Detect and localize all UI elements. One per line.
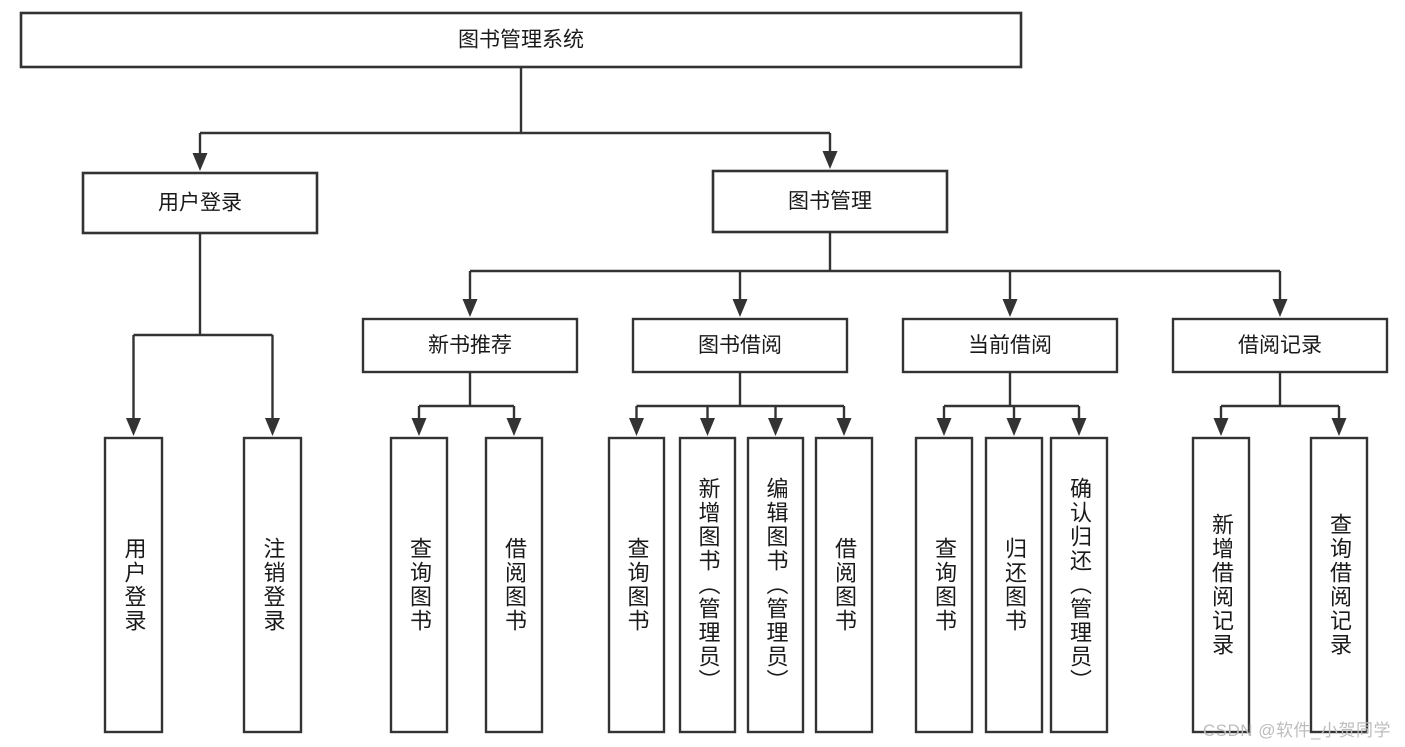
arrow-head-icon bbox=[836, 418, 852, 436]
arrow-head-icon bbox=[700, 418, 715, 436]
node-box-login[interactable] bbox=[81, 171, 319, 235]
node-box-leaf-2[interactable] bbox=[242, 436, 303, 734]
arrow-head-icon bbox=[1272, 299, 1288, 317]
node-box-borrow[interactable] bbox=[631, 317, 849, 374]
node-box-leaf-4[interactable] bbox=[484, 436, 544, 734]
arrow-head-icon bbox=[506, 418, 522, 436]
node-label-records: 借阅记录 bbox=[1238, 334, 1322, 357]
arrow-head-icon bbox=[1071, 418, 1087, 436]
node-label-borrow: 图书借阅 bbox=[698, 334, 782, 357]
node-box-newbook[interactable] bbox=[361, 317, 579, 374]
node-box-layer bbox=[19, 11, 1389, 734]
node-box-leaf-7[interactable] bbox=[746, 436, 805, 734]
arrow-head-icon bbox=[1213, 418, 1229, 436]
node-box-bookmgmt[interactable] bbox=[711, 169, 949, 234]
arrow-head-icon bbox=[1006, 418, 1022, 436]
node-box-leaf-13[interactable] bbox=[1309, 436, 1369, 734]
node-box-leaf-5[interactable] bbox=[607, 436, 666, 734]
arrow-head-icon bbox=[462, 299, 478, 317]
node-box-leaf-8[interactable] bbox=[814, 436, 874, 734]
node-box-leaf-6[interactable] bbox=[678, 436, 737, 734]
arrow-head-icon bbox=[192, 153, 208, 171]
node-box-leaf-3[interactable] bbox=[389, 436, 449, 734]
arrow-head-icon bbox=[126, 418, 141, 436]
node-box-leaf-11[interactable] bbox=[1049, 436, 1109, 734]
node-label-root: 图书管理系统 bbox=[458, 29, 584, 52]
node-box-current[interactable] bbox=[901, 317, 1119, 374]
node-label-bookmgmt: 图书管理 bbox=[788, 190, 872, 213]
arrow-head-icon bbox=[768, 418, 783, 436]
arrow-head-icon bbox=[1331, 418, 1347, 436]
arrow-head-icon bbox=[1002, 299, 1018, 317]
node-box-leaf-9[interactable] bbox=[914, 436, 974, 734]
node-label-newbook: 新书推荐 bbox=[428, 334, 512, 357]
node-label-login: 用户登录 bbox=[158, 192, 242, 215]
arrow-head-icon bbox=[629, 418, 644, 436]
arrow-head-icon bbox=[732, 299, 748, 317]
node-box-leaf-12[interactable] bbox=[1191, 436, 1251, 734]
node-box-leaf-10[interactable] bbox=[984, 436, 1044, 734]
arrow-head-icon bbox=[411, 418, 427, 436]
node-box-leaf-1[interactable] bbox=[103, 436, 164, 734]
node-label-current: 当前借阅 bbox=[968, 334, 1052, 357]
arrow-head-icon bbox=[936, 418, 952, 436]
node-box-records[interactable] bbox=[1171, 317, 1389, 374]
connector-layer bbox=[126, 68, 1347, 436]
arrow-head-icon bbox=[265, 418, 280, 436]
node-box-root[interactable] bbox=[19, 11, 1023, 69]
arrow-head-icon bbox=[822, 151, 838, 169]
csdn-watermark: CSDN @软件_小贺同学 bbox=[1202, 721, 1391, 740]
